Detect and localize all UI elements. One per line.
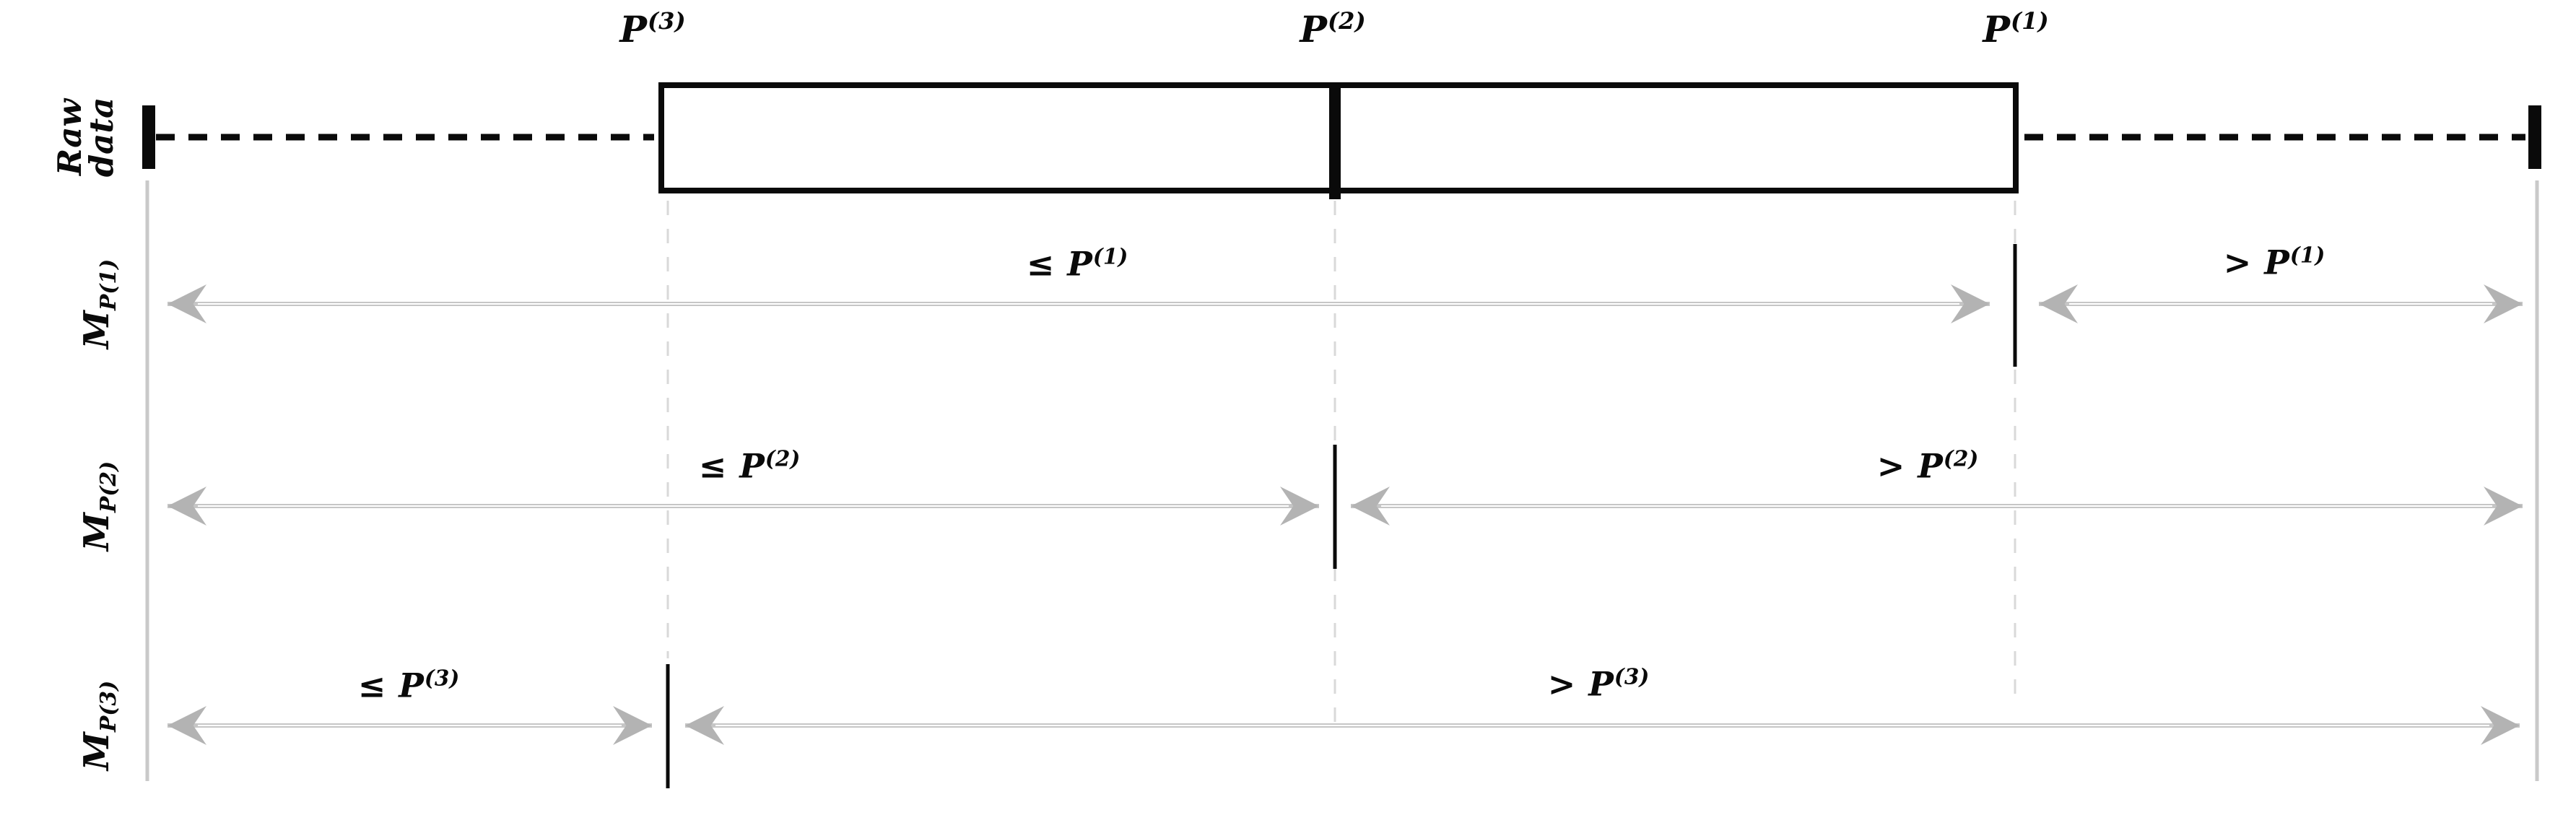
row-label-mask3: MP(3)	[77, 681, 121, 770]
mask2-label-base: M	[76, 513, 117, 552]
percentile-p3-sup: (3)	[648, 7, 686, 35]
mask2-left-annotation: ≤ P(2)	[699, 445, 801, 485]
mask3-right-base: > P	[1547, 664, 1614, 704]
percentile-p2-base: P	[1300, 7, 1328, 51]
row-label-mask2: MP(2)	[77, 461, 121, 551]
percentile-p1-sup: (1)	[2011, 7, 2049, 35]
row-label-raw-data: Raw data	[50, 97, 121, 178]
mask3-left-base: ≤ P	[357, 666, 425, 705]
percentile-label-p3: P(3)	[619, 7, 685, 51]
mask3-left-annotation: ≤ P(3)	[358, 665, 460, 705]
mask2-right-annotation: > P(2)	[1877, 445, 1979, 485]
percentile-p3-base: P	[619, 7, 648, 51]
whisker-cap-left	[142, 105, 155, 169]
whisker-cap-right	[2528, 105, 2541, 169]
mask3-right-annotation: > P(3)	[1548, 663, 1650, 703]
raw-data-line2: data	[82, 97, 121, 178]
mask3-left-sup: (3)	[424, 665, 460, 691]
percentile-p2-sup: (2)	[1328, 7, 1366, 35]
mask3-label-base: M	[76, 732, 117, 771]
mask3-label-sub: P(3)	[96, 680, 122, 733]
boxplot-median-line	[1329, 82, 1341, 199]
mask1-label-sub: P(1)	[96, 258, 122, 311]
mask2-label-sub: P(2)	[96, 461, 122, 513]
mask3-right-sup: (3)	[1614, 663, 1650, 689]
mask1-right-annotation: > P(1)	[2224, 242, 2325, 282]
mask2-left-sup: (2)	[765, 445, 801, 471]
row-label-mask1: MP(1)	[77, 259, 121, 349]
mask2-right-sup: (2)	[1943, 445, 1979, 471]
mask2-right-base: > P	[1876, 446, 1944, 486]
mask2-left-base: ≤ P	[698, 446, 765, 486]
mask1-right-sup: (1)	[2289, 242, 2325, 268]
mask1-left-annotation: ≤ P(1)	[1027, 243, 1128, 283]
mask1-label-base: M	[76, 310, 117, 349]
mask1-left-sup: (1)	[1092, 243, 1128, 269]
percentile-p1-base: P	[1983, 7, 2011, 51]
raw-data-line1: Raw	[50, 98, 89, 176]
percentile-label-p1: P(1)	[1983, 7, 2048, 51]
mask1-right-base: > P	[2223, 243, 2290, 282]
mask1-left-base: ≤ P	[1026, 244, 1093, 284]
percentile-label-p2: P(2)	[1300, 7, 1365, 51]
